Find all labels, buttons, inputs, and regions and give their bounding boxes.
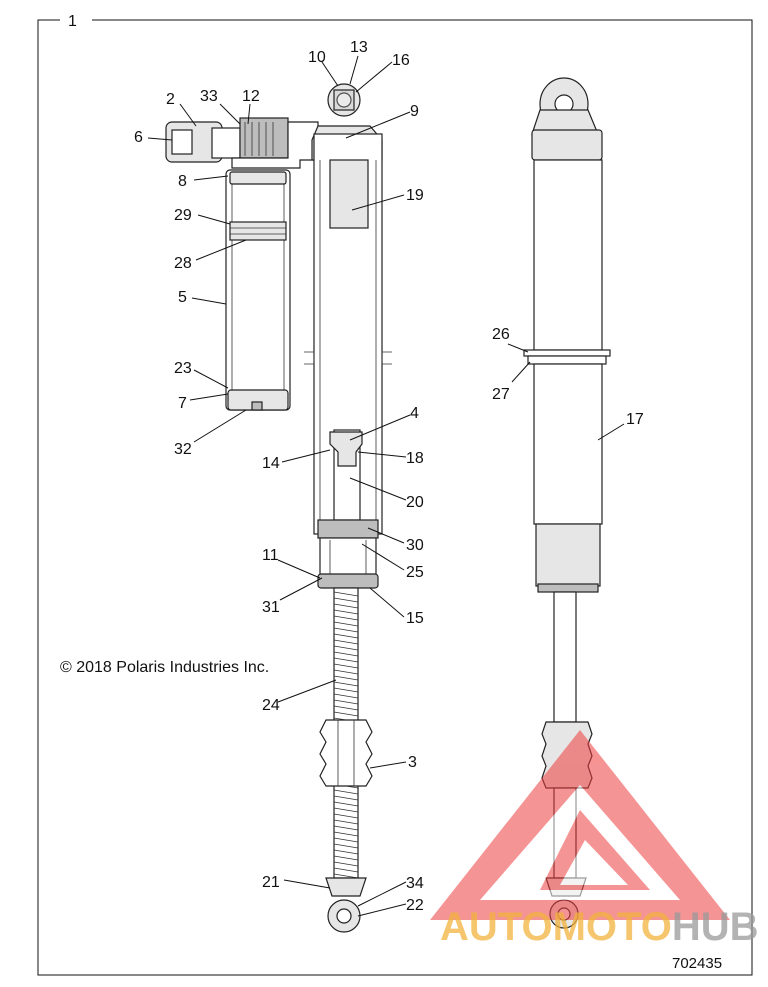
watermark-brand: AUTOMOTOHUB — [440, 905, 759, 949]
reservoir-tube — [225, 169, 291, 411]
bumper — [329, 159, 369, 229]
right-shaft — [553, 591, 577, 723]
right-body — [533, 159, 603, 351]
copyright-text: © 2018 Polaris Industries Inc. — [60, 659, 269, 676]
callout-5: 5 — [178, 289, 187, 306]
shaft-thread — [333, 795, 359, 801]
callout-4: 4 — [410, 405, 419, 422]
shaft-thread — [333, 819, 359, 825]
callout-27: 27 — [492, 386, 510, 403]
callout-10: 10 — [308, 49, 326, 66]
callout-33: 33 — [200, 88, 218, 105]
shaft-thread — [333, 651, 359, 657]
shaft-thread — [333, 669, 359, 675]
callout-18: 18 — [406, 450, 424, 467]
callout-31: 31 — [262, 599, 280, 616]
callout-11: 11 — [262, 547, 279, 564]
shaft-thread — [333, 591, 359, 597]
shaft-thread — [333, 705, 359, 711]
piston-assembly — [317, 519, 379, 539]
callout-7: 7 — [178, 395, 187, 412]
callout-labels: 2 3 4 5 6 7 8 9 10 11 12 13 14 15 16 17 … — [134, 39, 644, 914]
shaft-thread — [333, 633, 359, 639]
diagram-frame — [37, 19, 753, 976]
callout-2: 2 — [166, 91, 175, 108]
shaft-thread — [333, 807, 359, 813]
callout-32: 32 — [174, 441, 192, 458]
shaft-thread — [333, 693, 359, 699]
callout-17: 17 — [626, 411, 644, 428]
right-lower-collar — [535, 523, 601, 587]
shaft-thread — [333, 681, 359, 687]
callout-15: 15 — [406, 610, 424, 627]
shaft-thread — [333, 831, 359, 837]
shaft-thread — [333, 699, 359, 705]
bottom-mount — [325, 877, 367, 897]
callout-26: 26 — [492, 326, 510, 343]
floating-piston — [229, 221, 287, 241]
right-body-cap — [531, 129, 603, 161]
shaft-thread — [333, 849, 359, 855]
callout-22: 22 — [406, 897, 424, 914]
shaft-thread — [333, 687, 359, 693]
callout-19: 19 — [406, 187, 424, 204]
shaft-thread — [333, 657, 359, 663]
shaft-thread — [333, 609, 359, 615]
callout-29: 29 — [174, 207, 192, 224]
callout-28: 28 — [174, 255, 192, 272]
shaft-thread — [333, 627, 359, 633]
shaft-thread — [333, 855, 359, 861]
shaft-thread — [333, 621, 359, 627]
ring-27 — [527, 355, 607, 365]
shaft-thread — [333, 597, 359, 603]
shaft-thread — [333, 867, 359, 873]
callout-8: 8 — [178, 173, 187, 190]
callout-24: 24 — [262, 697, 280, 714]
shaft-thread — [333, 861, 359, 867]
callout-14: 14 — [262, 455, 280, 472]
shaft-thread — [333, 615, 359, 621]
cutaway-shock — [304, 83, 392, 933]
callout-6: 6 — [134, 129, 143, 146]
assembly-callout: 1 — [68, 13, 77, 30]
callout-25: 25 — [406, 564, 424, 581]
shaft-thread — [333, 711, 359, 717]
shaft-thread — [333, 825, 359, 831]
callout-16: 16 — [392, 52, 410, 69]
callout-13: 13 — [350, 39, 368, 56]
shaft-thread — [333, 603, 359, 609]
shaft-thread — [333, 873, 359, 879]
shaft-thread — [333, 801, 359, 807]
callout-23: 23 — [174, 360, 192, 377]
callout-21: 21 — [262, 874, 280, 891]
ring-26 — [523, 349, 611, 357]
callout-34: 34 — [406, 875, 424, 892]
shaft-thread — [333, 813, 359, 819]
callout-12: 12 — [242, 88, 260, 105]
watermark — [430, 730, 730, 920]
complete-shock — [523, 77, 611, 929]
document-number: 702435 — [672, 955, 722, 972]
reservoir-assembly — [165, 117, 319, 411]
callout-3: 3 — [408, 754, 417, 771]
shaft-thread — [333, 645, 359, 651]
shaft-thread — [333, 789, 359, 795]
shaft-thread — [333, 843, 359, 849]
bottom-bumper — [319, 719, 373, 787]
leader-lines — [147, 55, 625, 917]
shaft-thread — [333, 663, 359, 669]
shaft-thread — [333, 675, 359, 681]
callout-30: 30 — [406, 537, 424, 554]
shaft-thread — [333, 837, 359, 843]
callout-9: 9 — [410, 103, 419, 120]
shaft-thread — [333, 639, 359, 645]
callout-20: 20 — [406, 494, 424, 511]
